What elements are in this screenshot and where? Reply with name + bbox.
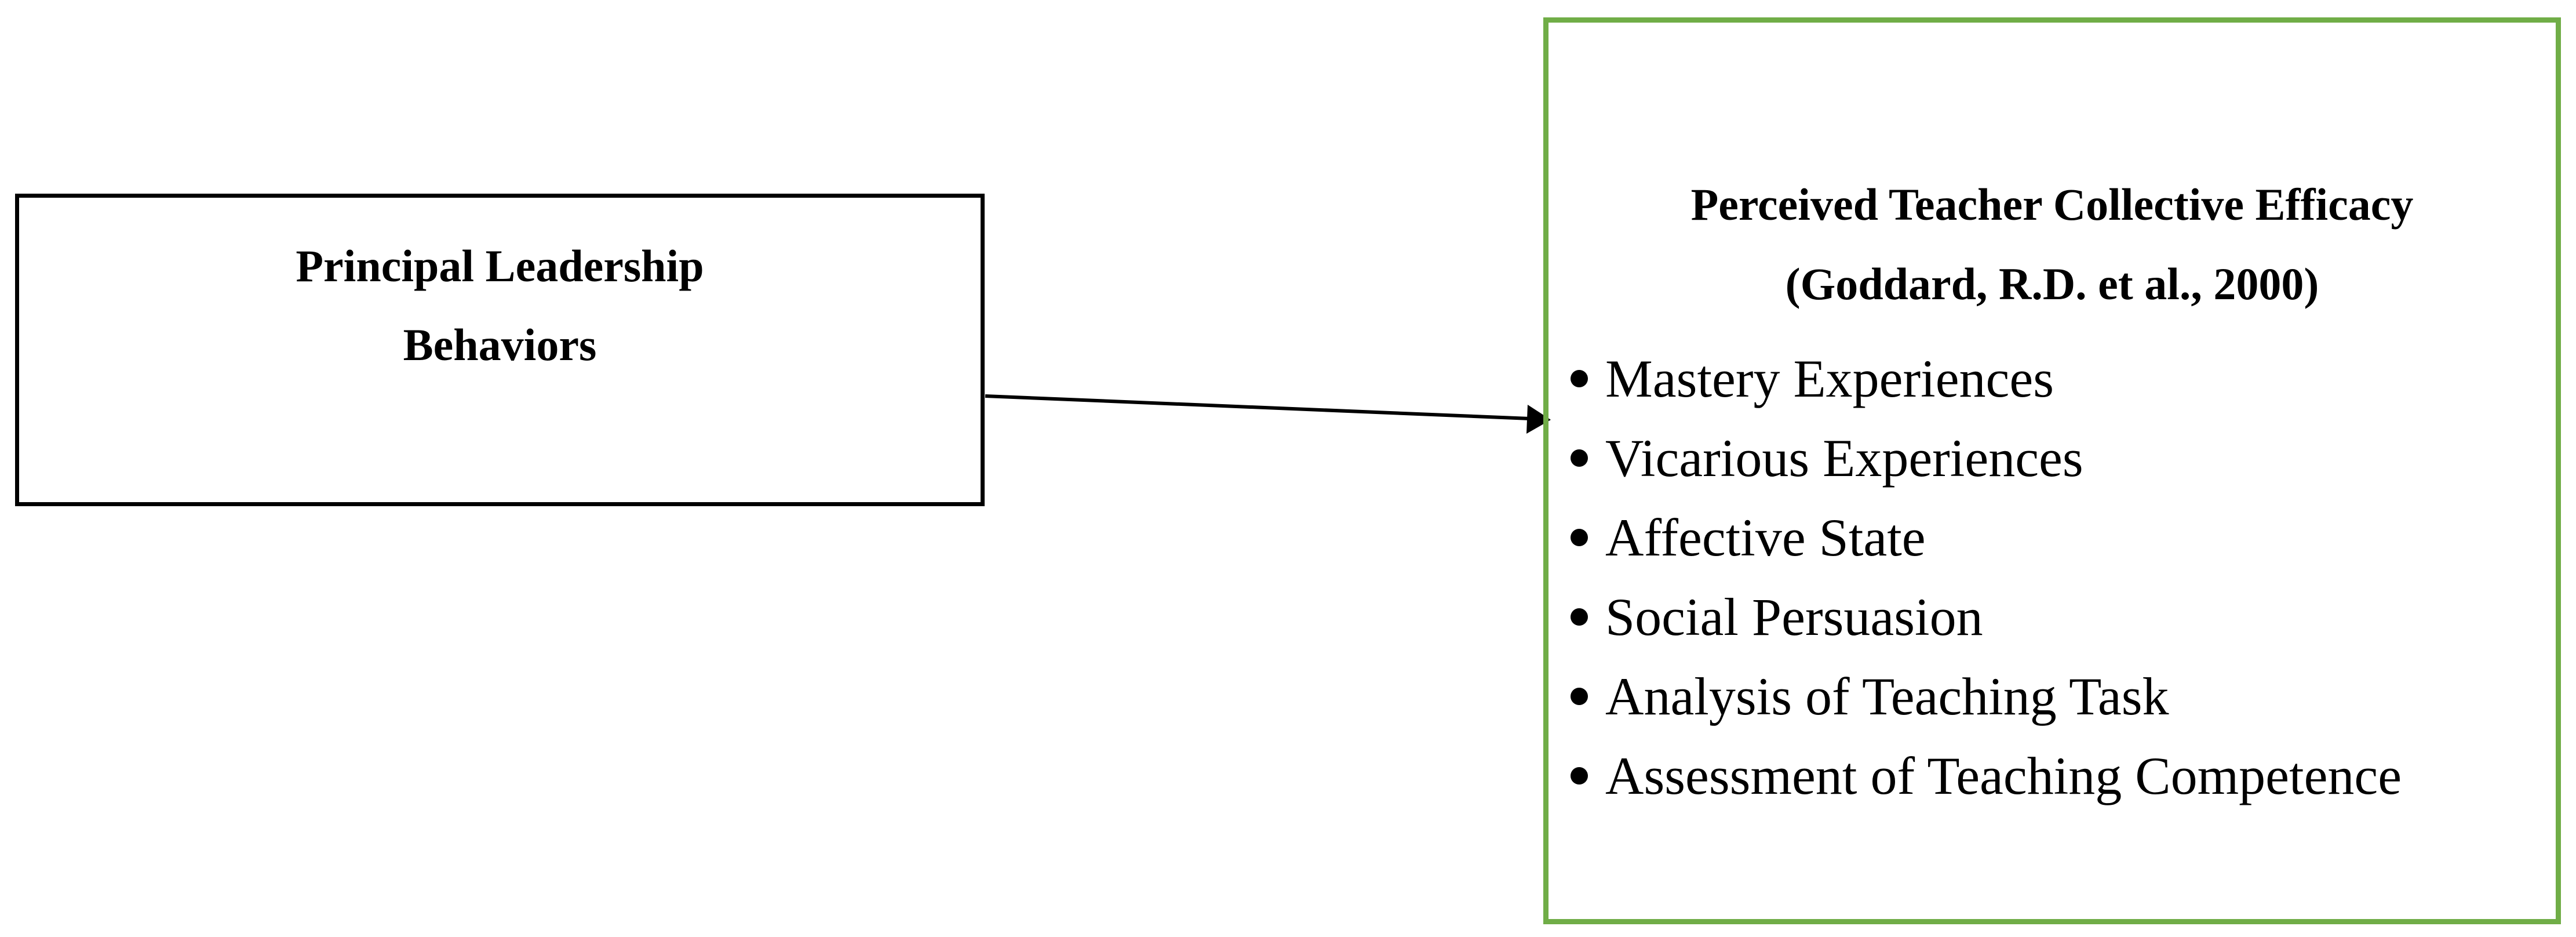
bullet-icon (1571, 528, 1588, 546)
arrow-shaft (985, 394, 1531, 420)
list-item: Mastery Experiences (1571, 339, 2402, 418)
efficacy-title: Perceived Teacher Collective Efficacy (G… (1548, 165, 2556, 324)
list-item-label: Vicarious Experiences (1605, 428, 2083, 488)
list-item-label: Affective State (1605, 507, 1926, 567)
principal-leadership-label-line1: Principal Leadership (296, 241, 704, 291)
list-item-label: Assessment of Teaching Competence (1605, 746, 2402, 805)
principal-leadership-label: Principal Leadership Behaviors (19, 227, 981, 384)
principal-leadership-box: Principal Leadership Behaviors (15, 194, 985, 506)
list-item: Analysis of Teaching Task (1571, 656, 2402, 736)
list-item-label: Social Persuasion (1605, 587, 1983, 647)
bullet-icon (1571, 449, 1588, 467)
principal-leadership-label-line2: Behaviors (403, 319, 597, 370)
bullet-icon (1571, 767, 1588, 785)
efficacy-citation: (Goddard, R.D. et al., 2000) (1785, 259, 2319, 309)
list-item-label: Mastery Experiences (1605, 348, 2054, 408)
bullet-icon (1571, 608, 1588, 626)
efficacy-source-list: Mastery Experiences Vicarious Experience… (1571, 339, 2402, 815)
list-item-label: Analysis of Teaching Task (1605, 666, 2169, 726)
arrow-head-icon (1526, 405, 1551, 434)
teacher-collective-efficacy-box: Perceived Teacher Collective Efficacy (G… (1543, 17, 2561, 924)
list-item: Social Persuasion (1571, 577, 2402, 656)
efficacy-title-line1: Perceived Teacher Collective Efficacy (1690, 179, 2414, 230)
list-item: Assessment of Teaching Competence (1571, 736, 2402, 815)
list-item: Affective State (1571, 497, 2402, 577)
list-item: Vicarious Experiences (1571, 418, 2402, 497)
bullet-icon (1571, 369, 1588, 387)
bullet-icon (1571, 687, 1588, 705)
